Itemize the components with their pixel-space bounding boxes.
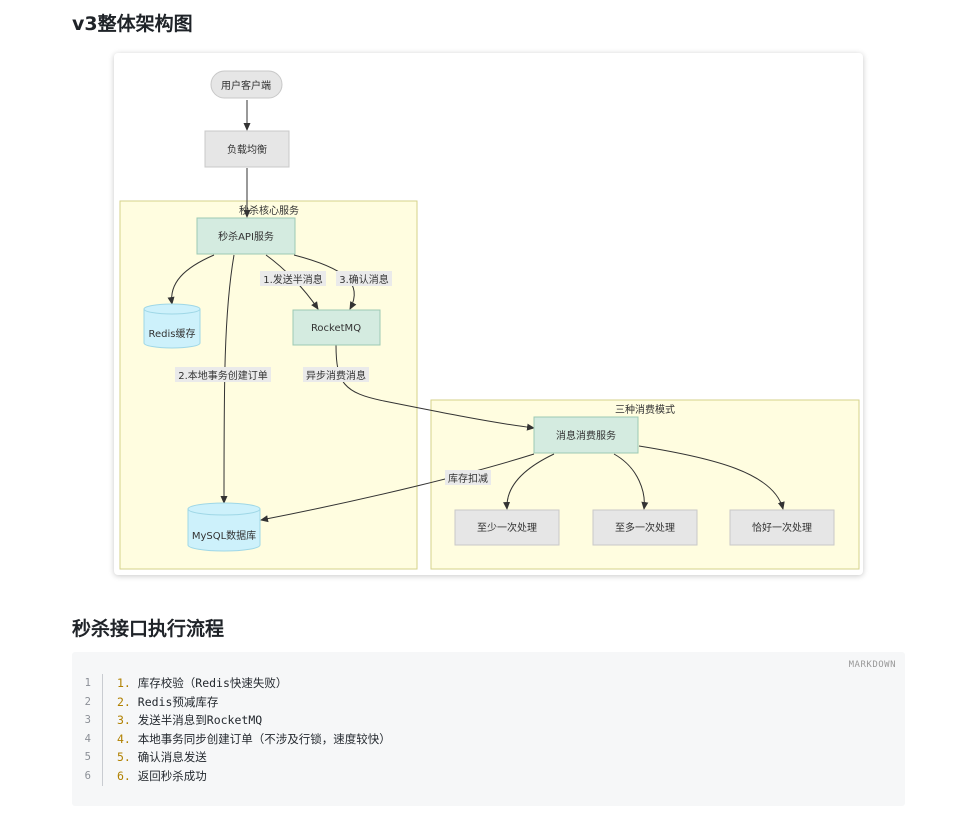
line-number: 2	[84, 695, 91, 708]
code-language-label: MARKDOWN	[848, 660, 896, 670]
node-client: 用户客户端	[210, 70, 283, 99]
list-item-text: 发送半消息到RocketMQ	[130, 713, 263, 727]
code-block[interactable]: MARKDOWN 1 1. 库存校验（Redis快速失败） 2 2. Redis预减库…	[72, 652, 905, 806]
code-lines: 1 1. 库存校验（Redis快速失败） 2 2. Redis预减库存 3 3. 发送半消…	[72, 674, 905, 785]
list-item-text: Redis预减库存	[130, 694, 219, 709]
list-number: 1.	[117, 676, 131, 690]
node-mysql: MySQL数据库	[187, 502, 261, 552]
node-redis-cache: Redis缓存	[143, 303, 201, 349]
node-seckill-api: 秒杀API服务	[196, 217, 296, 255]
section-heading-flow: 秒杀接口执行流程	[72, 618, 225, 640]
edge-label-stock: 库存扣减	[448, 472, 488, 485]
group-core-service: 秒杀核心服务	[119, 200, 418, 570]
node-exactly-once: 恰好一次处理	[729, 509, 835, 546]
line-number: 5	[84, 751, 91, 763]
node-rocketmq: RocketMQ	[292, 309, 381, 346]
architecture-diagram: 秒杀核心服务 三种消费模式 1.发送半消息 3.确认消息	[114, 53, 863, 575]
edge-labels: 1.发送半消息 3.确认消息 2.本地事务创建订单 异步消费消息 库存扣减	[175, 271, 491, 485]
code-line-text: 5. 确认消息发送	[117, 748, 207, 767]
group-core-label: 秒杀核心服务	[239, 204, 299, 217]
list-number: 2.	[117, 694, 131, 709]
code-line: 6 6. 返回秒杀成功	[72, 767, 905, 786]
node-mysql-label: MySQL数据库	[192, 529, 256, 542]
code-line: 2 2. Redis预减库存	[72, 693, 905, 712]
code-line-text: 2. Redis预减库存	[117, 693, 218, 712]
node-load-balancer: 负载均衡	[204, 130, 290, 168]
line-number: 6	[84, 769, 91, 782]
edge-consumer-atleast	[503, 453, 555, 510]
node-api-label: 秒杀API服务	[218, 230, 274, 243]
list-item-text: 本地事务同步创建订单（不涉及行锁，速度较快）	[130, 731, 391, 746]
node-lb-label: 负载均衡	[227, 143, 267, 156]
list-item-text: 返回秒杀成功	[130, 768, 207, 783]
line-number: 1	[84, 677, 91, 689]
edge-label-async: 异步消费消息	[306, 369, 366, 382]
code-line-text: 1. 库存校验（Redis快速失败）	[117, 674, 287, 693]
list-number: 4.	[117, 731, 131, 746]
code-line: 4 4. 本地事务同步创建订单（不涉及行锁，速度较快）	[72, 730, 905, 749]
node-consumer-label: 消息消费服务	[556, 429, 616, 442]
node-client-label: 用户客户端	[221, 79, 271, 92]
node-exactly-label: 恰好一次处理	[752, 521, 812, 534]
edge-label-confirm: 3.确认消息	[339, 273, 389, 286]
code-line-text: 6. 返回秒杀成功	[117, 767, 207, 786]
node-mq-label: RocketMQ	[311, 323, 361, 334]
node-at-most-label: 至多一次处理	[615, 521, 675, 534]
edge-label-send-half: 1.发送半消息	[263, 273, 323, 286]
line-number: 4	[84, 732, 91, 745]
code-line: 3 3. 发送半消息到RocketMQ	[72, 711, 905, 730]
node-redis-label: Redis缓存	[149, 327, 196, 340]
code-line: 1 1. 库存校验（Redis快速失败）	[72, 674, 905, 693]
node-at-most-once: 至多一次处理	[592, 509, 698, 546]
node-consumer-service: 消息消费服务	[533, 416, 639, 454]
list-item-text: 库存校验（Redis快速失败）	[130, 676, 288, 690]
line-number: 3	[84, 714, 91, 726]
edge-api-redis	[167, 254, 215, 305]
edge-label-local-tx: 2.本地事务创建订单	[178, 369, 268, 382]
list-number: 5.	[117, 750, 131, 764]
edge-consumer-mysql	[260, 453, 535, 523]
edges	[167, 100, 785, 523]
list-item-text: 确认消息发送	[130, 750, 207, 764]
edge-consumer-exactly	[638, 445, 785, 510]
code-gutter-divider	[102, 674, 103, 786]
section-heading-architecture: v3整体架构图	[72, 13, 193, 35]
edge-consumer-atmost	[613, 453, 649, 510]
group-modes-label: 三种消费模式	[615, 403, 675, 416]
node-at-least-label: 至少一次处理	[477, 521, 537, 534]
edge-api-mysql	[220, 254, 235, 504]
node-at-least-once: 至少一次处理	[454, 509, 560, 546]
diagram-canvas: 秒杀核心服务 三种消费模式 1.发送半消息 3.确认消息	[119, 70, 860, 570]
list-number: 3.	[117, 713, 131, 727]
code-line-text: 3. 发送半消息到RocketMQ	[117, 711, 262, 730]
code-line: 5 5. 确认消息发送	[72, 748, 905, 767]
code-line-text: 4. 本地事务同步创建订单（不涉及行锁，速度较快）	[117, 730, 391, 749]
list-number: 6.	[117, 768, 131, 783]
